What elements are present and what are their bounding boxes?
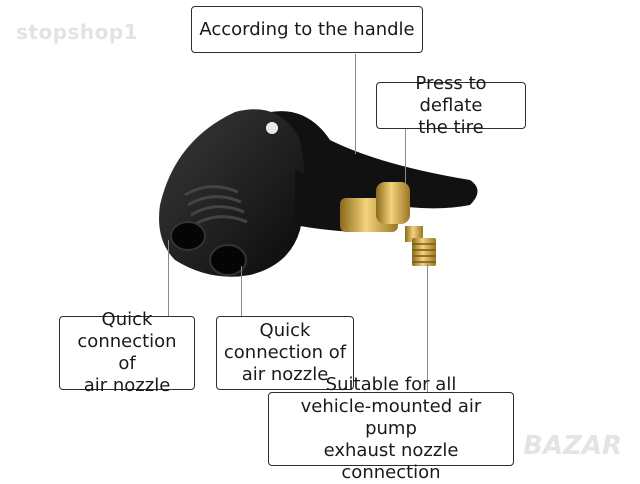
- callout-deflate-line-1: Press to deflate: [415, 72, 487, 116]
- leader-handle: [355, 54, 356, 154]
- leader-deflate: [405, 128, 406, 184]
- threaded-tip: [412, 238, 436, 266]
- air-chuck-illustration: [159, 109, 478, 277]
- nozzle-opening-left: [170, 221, 206, 251]
- callout-deflate: Press to deflate the tire: [376, 73, 526, 138]
- callout-suitable-line-3: exhaust nozzle connection: [323, 440, 459, 483]
- callout-suitable: Suitable for all vehicle-mounted air pum…: [268, 374, 514, 483]
- lever-handle: [245, 111, 478, 209]
- leader-quick-right: [241, 266, 242, 316]
- pivot-pin: [266, 122, 278, 134]
- brand-logo: BAZAR: [523, 431, 622, 461]
- callout-suitable-line-2: vehicle-mounted air pump: [300, 396, 482, 439]
- callout-quick-left-line-2: connection of: [77, 331, 177, 374]
- callout-quick-right-line-2: connection of: [223, 342, 347, 363]
- callout-quick-left-line-3: air nozzle: [83, 375, 171, 396]
- callout-handle: According to the handle: [191, 6, 423, 53]
- callout-quick-left: Quick connection of air nozzle: [59, 309, 195, 396]
- callout-quick-left-line-1: Quick: [101, 309, 153, 330]
- deflate-button: [376, 182, 410, 224]
- callout-deflate-line-2: the tire: [418, 116, 484, 138]
- callout-suitable-line-1: Suitable for all: [325, 374, 457, 395]
- callout-quick-right: Quick connection of air nozzle: [216, 316, 354, 390]
- leader-suitable: [427, 262, 428, 392]
- leader-quick-left: [168, 240, 169, 316]
- nozzle-opening-right: [209, 244, 247, 276]
- callout-quick-right-line-3: air nozzle: [241, 364, 329, 385]
- callout-handle-line-1: According to the handle: [199, 18, 415, 40]
- callout-quick-right-line-1: Quick: [259, 320, 311, 341]
- watermark: stopshop1: [16, 20, 139, 44]
